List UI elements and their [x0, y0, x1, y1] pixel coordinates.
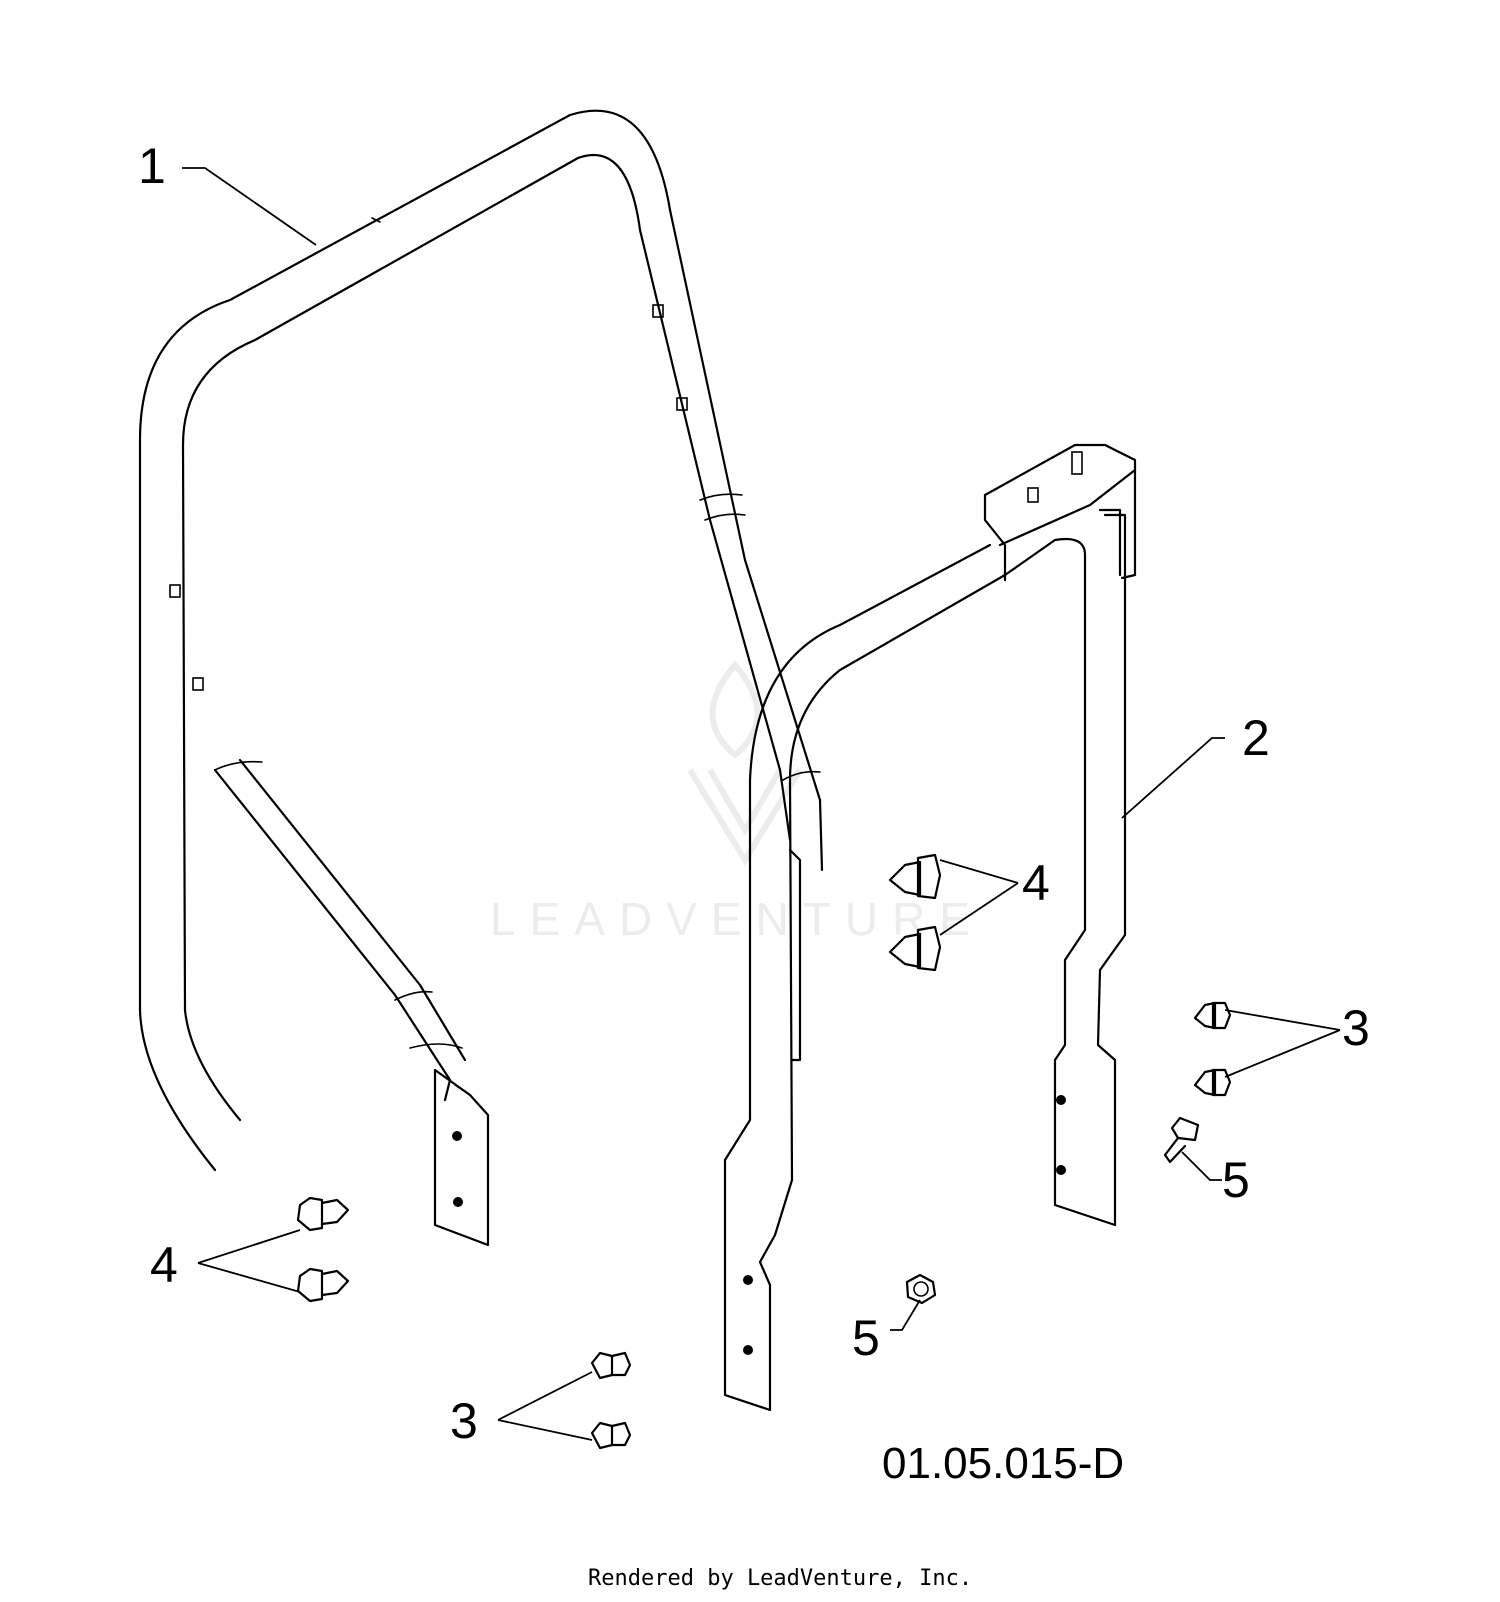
callout-part-3-left: 3	[450, 1393, 478, 1449]
nut-icon	[590, 1421, 632, 1450]
callout-part-2: 2	[1242, 710, 1270, 766]
callout-part-3-right: 3	[1342, 1000, 1370, 1056]
diagram-code: 01.05.015-D	[882, 1439, 1124, 1488]
part-4-bolts-left	[296, 1196, 350, 1303]
nut-icon	[1193, 1001, 1232, 1030]
callout-part-5-center: 5	[852, 1310, 880, 1366]
bolt-icon	[888, 853, 942, 900]
part-1-hoop	[138, 109, 824, 1247]
callout-part-5-right: 5	[1222, 1152, 1250, 1208]
part-2-hoop	[723, 443, 1137, 1412]
part-5-nut-center	[905, 1273, 937, 1305]
nut-icon	[905, 1273, 937, 1305]
bolt-icon	[296, 1267, 350, 1303]
bolt-icon	[1163, 1116, 1200, 1164]
leader-lines	[182, 167, 1341, 1441]
watermark-text: LEADVENTURE	[490, 893, 984, 945]
part-3-nuts-left	[590, 1351, 632, 1450]
flame-v-logo-icon	[687, 660, 803, 866]
callout-part-1: 1	[138, 138, 166, 194]
footer-credit: Rendered by LeadVenture, Inc.	[588, 1566, 972, 1591]
part-3-nuts-right	[1193, 1001, 1232, 1097]
bolt-icon	[296, 1196, 350, 1232]
part-5-bolt-right	[1163, 1116, 1200, 1164]
callout-part-4-center: 4	[1022, 855, 1050, 911]
nut-icon	[1193, 1068, 1232, 1097]
nut-icon	[590, 1351, 632, 1380]
part-4-bolts-center	[888, 853, 942, 972]
watermark: LEADVENTURE	[490, 660, 984, 945]
callout-part-4-left: 4	[150, 1237, 178, 1293]
bolt-icon	[888, 925, 942, 972]
